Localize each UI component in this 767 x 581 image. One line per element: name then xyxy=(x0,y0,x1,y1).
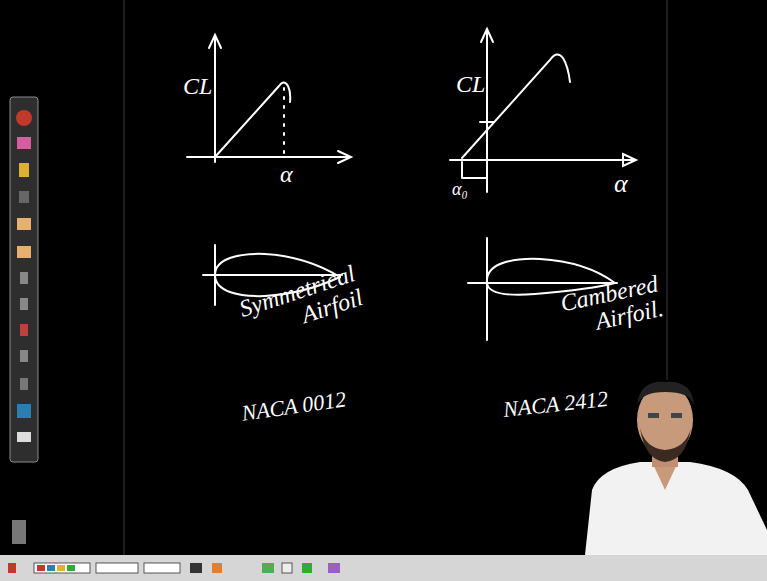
axis-label: CL xyxy=(456,72,485,97)
axis-label: α₀ xyxy=(452,180,468,199)
board-divider xyxy=(667,0,668,380)
presenter xyxy=(585,382,767,555)
axis-label: α xyxy=(614,170,628,197)
axis-label: CL xyxy=(183,74,212,99)
axis-label: α xyxy=(280,162,293,187)
tool-palette xyxy=(10,97,38,544)
board-divider xyxy=(124,0,125,555)
bottom-toolbar xyxy=(0,555,767,581)
airfoil-code: NACA 2412 xyxy=(502,387,609,421)
airfoil-title: Symmetrical Airfoil xyxy=(225,261,366,350)
airfoil-code: NACA 0012 xyxy=(240,387,348,425)
airfoil-title: Cambered Airfoil. xyxy=(530,271,666,347)
lift-curve-graph xyxy=(450,29,636,192)
